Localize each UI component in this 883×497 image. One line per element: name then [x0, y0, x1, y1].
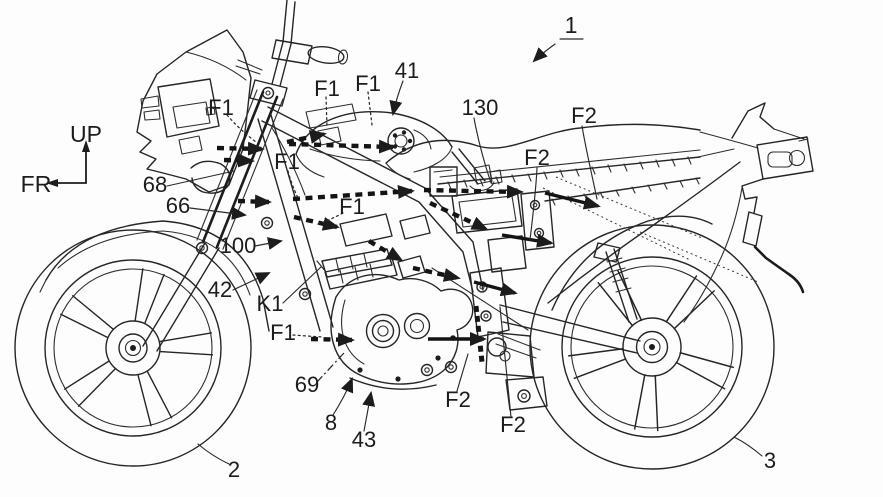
label-3: 3: [764, 448, 776, 473]
leader-f2-seat: [581, 125, 598, 200]
label-100: 100: [220, 233, 257, 258]
seat: [385, 123, 701, 180]
rear-wheel: [529, 224, 775, 470]
label-42: 42: [208, 277, 232, 302]
leader-f2-lower1: [456, 353, 469, 392]
compass-fr-label: FR: [21, 171, 52, 197]
label-f2-3: F2: [445, 387, 471, 412]
f2-flow-arrows: [428, 191, 601, 346]
leader-f1-1: [226, 114, 257, 143]
taillight-box: [756, 136, 814, 180]
headlight-cowl: [136, 29, 252, 194]
leader-42: [232, 272, 271, 291]
leader-f1-5: [317, 212, 344, 225]
label-130: 130: [462, 95, 499, 120]
leader-f1-2: [325, 96, 328, 127]
fr-arrow-icon: [46, 179, 58, 187]
fuel-tank: [295, 103, 453, 178]
leader-2: [197, 443, 230, 465]
leader-43: [362, 391, 376, 432]
rear-shock: [593, 242, 638, 323]
label-f1-5: F1: [339, 194, 365, 219]
fig1-leader: [532, 43, 556, 63]
label-f1-2: F1: [314, 76, 340, 101]
leader-68: [166, 170, 235, 187]
leader-3: [733, 436, 763, 457]
front-fender: [39, 220, 270, 332]
label-f1-1: F1: [208, 95, 234, 120]
leader-k1: [282, 266, 322, 304]
leader-f1-3: [367, 91, 373, 126]
engine: [324, 255, 474, 390]
cowl-scoop: [190, 160, 231, 194]
front-wheel: [14, 229, 252, 467]
leader-f1-6: [292, 334, 323, 338]
main-spar: [261, 106, 484, 293]
label-41: 41: [395, 58, 419, 83]
seat-latch: [451, 148, 503, 192]
label-f1-6: F1: [270, 320, 296, 345]
label-43: 43: [352, 427, 376, 452]
tail-section: [683, 102, 814, 323]
label-f1-4: F1: [274, 149, 300, 174]
leader-8: [332, 377, 354, 416]
label-k1: K1: [257, 291, 284, 316]
leader-100: [254, 237, 283, 250]
swingarm-assembly: [469, 242, 641, 411]
reference-labels: 1 F1 F1 F1 41 130 F2 F2 F1 68 66 F1 100 …: [143, 12, 776, 482]
up-arrow-icon: [82, 140, 90, 152]
label-2: 2: [228, 457, 240, 482]
brake-lever: [235, 59, 263, 75]
compass-up-label: UP: [70, 121, 102, 147]
leader-41: [389, 80, 404, 116]
handlebar: [235, 0, 349, 87]
label-66: 66: [166, 193, 190, 218]
label-8: 8: [325, 410, 337, 435]
label-f2-2: F2: [524, 145, 550, 170]
f1-flow-arrows: [216, 130, 524, 347]
leader-66: [189, 206, 247, 220]
swingarm: [499, 304, 641, 354]
headlight-connector-icon: [140, 95, 161, 121]
orientation-compass: UP FR: [21, 121, 102, 197]
leader-lines: [166, 38, 763, 465]
label-f2-1: F2: [571, 103, 597, 128]
leader-f2-lower2: [499, 306, 512, 418]
rear-bodywork: [542, 161, 759, 311]
label-fig-1: 1: [565, 12, 578, 38]
leader-f1-4: [287, 170, 300, 201]
label-69: 69: [295, 372, 319, 397]
seat-rail: [437, 148, 735, 206]
headlight-box: [157, 78, 220, 138]
airbox: [451, 188, 523, 234]
label-68: 68: [143, 172, 167, 197]
label-f1-3: F1: [355, 71, 381, 96]
leader-69: [316, 352, 345, 383]
leader-f2-mid: [529, 167, 538, 241]
fuel-pump: [387, 127, 432, 155]
leader-130: [473, 117, 492, 184]
label-f2-4: F2: [500, 412, 526, 437]
